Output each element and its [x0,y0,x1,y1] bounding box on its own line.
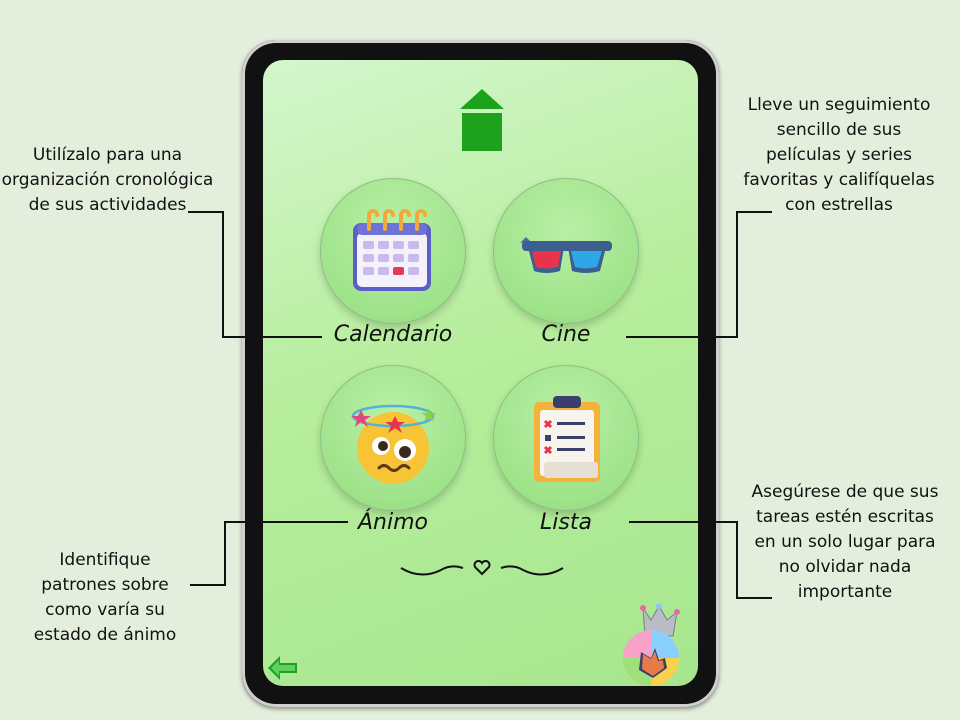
app-screen: Calendario Cine Ánimo [263,60,698,686]
connector-lista-h1 [629,521,737,523]
lista-button[interactable] [493,365,639,511]
connector-cine-h1 [736,211,772,213]
3d-glasses-icon [520,237,612,273]
lista-label[interactable]: Lista [540,510,592,535]
crown-hand-icon[interactable] [621,604,695,686]
callout-cine: Lleve un seguimiento sencillo de sus pel… [743,95,935,215]
clipboard-list-icon [534,396,600,482]
cine-button[interactable] [493,178,639,324]
callout-animo: Identifique patrones sobre como varía su… [33,550,177,645]
connector-animo-v [224,521,226,586]
animo-label[interactable]: Ánimo [358,510,428,535]
cine-label[interactable]: Cine [541,322,591,347]
connector-animo-h2 [224,521,348,523]
dizzy-face-icon [351,404,437,484]
connector-lista-v [736,521,738,599]
calendar-icon [353,209,431,291]
home-icon[interactable] [460,89,504,151]
calendario-label[interactable]: Calendario [333,322,453,347]
connector-calendario-h2 [222,336,322,338]
connector-calendario-h1 [188,211,224,213]
animo-button[interactable] [320,365,466,511]
connector-cine-h2 [626,336,738,338]
calendario-button[interactable] [320,178,466,324]
swirl-divider [400,560,564,576]
back-arrow-icon[interactable] [268,656,298,680]
connector-animo-h1 [190,584,226,586]
connector-lista-h2 [736,597,772,599]
callout-lista: Asegúrese de que sus tareas estén escrit… [751,482,939,602]
connector-cine-v [736,211,738,338]
callout-calendario: Utilízalo para una organización cronológ… [1,145,214,215]
connector-calendario-v [222,211,224,338]
